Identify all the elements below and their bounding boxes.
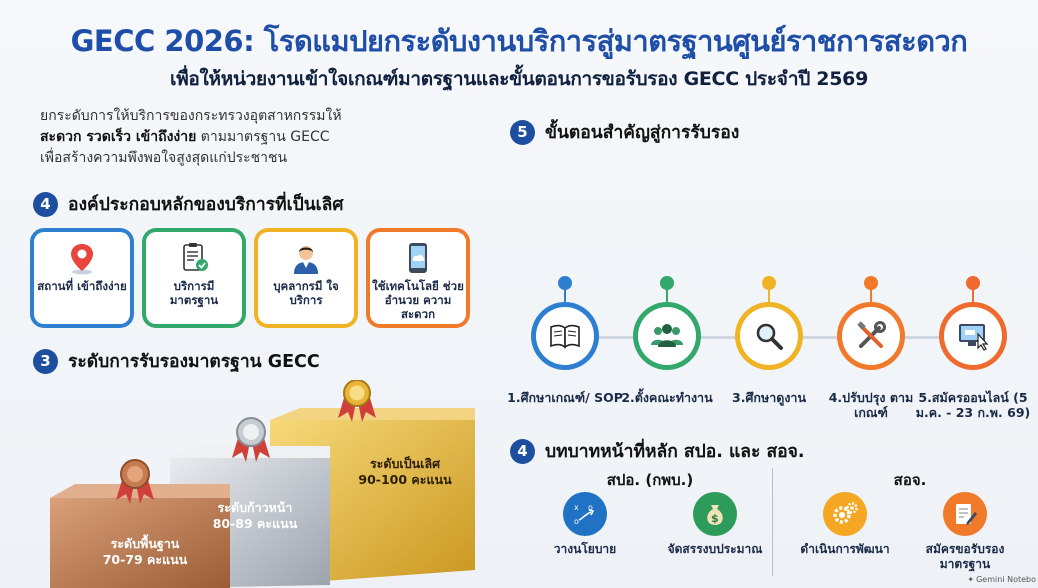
silver-medal-icon [232, 417, 270, 462]
process-timeline: 1.ศึกษาเกณฑ์/ SOP 2.ตั้งคณะทำงาน 3.ศึก [507, 262, 1035, 422]
tablet-cloud-icon [409, 243, 427, 273]
level-name: ระดับเป็นเลิศ [369, 456, 441, 471]
section-number-badge: 3 [33, 348, 58, 374]
components-section-heading: 4 องค์ประกอบหลักของบริการที่เป็นเลิศ [33, 190, 344, 218]
strategy-board-icon: x o o [574, 503, 595, 526]
intro-line-3: เพื่อสร้างความพึงพอใจสูงสุดแก่ประชาชน [40, 150, 288, 166]
computer-click-icon [959, 324, 989, 351]
page-subtitle: เพื่อให้หน่วยงานเข้าใจเกณฑ์มาตรฐานและขั้… [170, 68, 868, 90]
roles-divider [772, 468, 773, 576]
role-heading-central: สปอ. (กพบ.) [606, 471, 694, 489]
certification-podium: ระดับพื้นฐาน 70-79 คะแนน ระดับก้าวหน้า 8… [30, 380, 480, 588]
bronze-step-front [50, 498, 230, 588]
gold-level-label: ระดับเป็นเลิศ 90-100 คะแนน [330, 456, 480, 488]
role-heading-provincial: สอจ. [893, 471, 927, 489]
card-label: ใช้เทคโนโลยี ช่วยอำนวย ความสะดวก [372, 279, 464, 321]
card-location: สถานที่ เข้าถึงง่าย [30, 228, 134, 328]
intro-line-2: สะดวก รวดเร็ว เข้าถึงง่าย ตามมาตรฐาน GEC… [40, 127, 440, 148]
section-number-badge: 5 [510, 119, 535, 145]
components-section-title: องค์ประกอบหลักของบริการที่เป็นเลิศ [68, 195, 344, 215]
magnifier-icon [756, 323, 783, 350]
level-score: 80-89 คะแนน [212, 516, 298, 531]
level-score: 70-79 คะแนน [102, 552, 188, 567]
intro-text: ยกระดับการให้บริการของกระทรวงอุตสาหกรรมใ… [40, 106, 440, 169]
document-pen-icon [956, 504, 977, 525]
step-label: 4.ปรับปรุง ตามเกณฑ์ [828, 390, 914, 420]
staff-person-icon [294, 246, 318, 274]
card-staff: บุคลากรมี ใจบริการ [254, 228, 358, 328]
step-label: 1.ศึกษาเกณฑ์/ SOP [507, 390, 623, 405]
intro-highlight: สะดวก รวดเร็ว เข้าถึงง่าย [40, 129, 197, 145]
role-label: ดำเนินการพัฒนา [800, 542, 890, 556]
svg-text:x: x [574, 503, 579, 512]
role-label: วางนโยบาย [553, 542, 617, 556]
clipboard-check-icon [183, 243, 208, 271]
brand-label: Gemini Notebo [976, 575, 1036, 584]
process-section-title: ขั้นตอนสำคัญสู่การรับรอง [545, 123, 740, 143]
component-cards: สถานที่ เข้าถึงง่าย บริการมี มาตรฐาน [30, 228, 470, 328]
process-section-heading: 5 ขั้นตอนสำคัญสู่การรับรอง [510, 118, 739, 146]
location-pin-icon [71, 244, 93, 275]
card-label: บุคลากรมี ใจบริการ [273, 279, 339, 307]
money-bag-icon: $ [707, 505, 723, 525]
levels-section-title: ระดับการรับรองมาตรฐาน GECC [68, 352, 320, 372]
role-label: สมัครขอรับรอง มาตรฐาน [925, 542, 1005, 571]
silver-step-top [170, 446, 330, 458]
intro-line-2-rest: ตามมาตรฐาน GECC [196, 129, 330, 145]
svg-text:$: $ [711, 512, 719, 525]
tools-icon [857, 321, 886, 348]
level-score: 90-100 คะแนน [358, 472, 452, 487]
role-item-apply: สมัครขอรับรอง มาตรฐาน [910, 492, 1020, 572]
sparkle-icon: ✦ [967, 575, 975, 584]
section-number-badge: 4 [33, 191, 58, 217]
roles-section-title: บทบาทหน้าที่หลัก สปอ. และ สอจ. [545, 442, 805, 462]
gears-icon [833, 502, 858, 524]
svg-text:o: o [574, 517, 579, 526]
page-title: GECC 2026: โรดแมปยกระดับงานบริการสู่มาตร… [70, 24, 968, 58]
roles-panel: สปอ. (กพบ.) สอจ. x o o วางนโยบาย $ จัดสร… [520, 462, 1020, 588]
card-label: บริการมี มาตรฐาน [169, 279, 219, 307]
bronze-medal-icon [116, 459, 154, 504]
card-technology: ใช้เทคโนโลยี ช่วยอำนวย ความสะดวก [366, 228, 470, 328]
silver-level-label: ระดับก้าวหน้า 80-89 คะแนน [180, 500, 330, 532]
role-label: จัดสรรงบประมาณ [667, 542, 763, 556]
step-label: 5.สมัครออนไลน์ (5 ม.ค. - 23 ก.พ. 69) [915, 390, 1031, 420]
team-group-icon [651, 324, 683, 347]
open-book-icon [550, 324, 580, 349]
section-number-badge: 4 [510, 438, 535, 464]
gold-medal-icon [338, 380, 376, 422]
role-item-policy: x o o วางนโยบาย [530, 492, 640, 557]
roles-section-heading: 4 บทบาทหน้าที่หลัก สปอ. และ สอจ. [510, 437, 805, 465]
bronze-level-label: ระดับพื้นฐาน 70-79 คะแนน [60, 536, 230, 568]
intro-line-1: ยกระดับการให้บริการของกระทรวงอุตสาหกรรมใ… [40, 108, 342, 124]
step-label: 2.ตั้งคณะทำงาน [621, 390, 713, 405]
step-label: 3.ศึกษาดูงาน [732, 390, 806, 405]
role-item-budget: $ จัดสรรงบประมาณ [660, 492, 770, 557]
podium-graphic [50, 380, 475, 588]
level-name: ระดับพื้นฐาน [110, 536, 180, 551]
brand-watermark: ✦ Gemini Notebo [967, 575, 1036, 584]
level-name: ระดับก้าวหน้า [217, 500, 293, 515]
card-standard: บริการมี มาตรฐาน [142, 228, 246, 328]
role-item-development: ดำเนินการพัฒนา [790, 492, 900, 557]
svg-text:o: o [588, 503, 593, 512]
levels-section-heading: 3 ระดับการรับรองมาตรฐาน GECC [33, 347, 320, 375]
card-label: สถานที่ เข้าถึงง่าย [37, 279, 127, 293]
